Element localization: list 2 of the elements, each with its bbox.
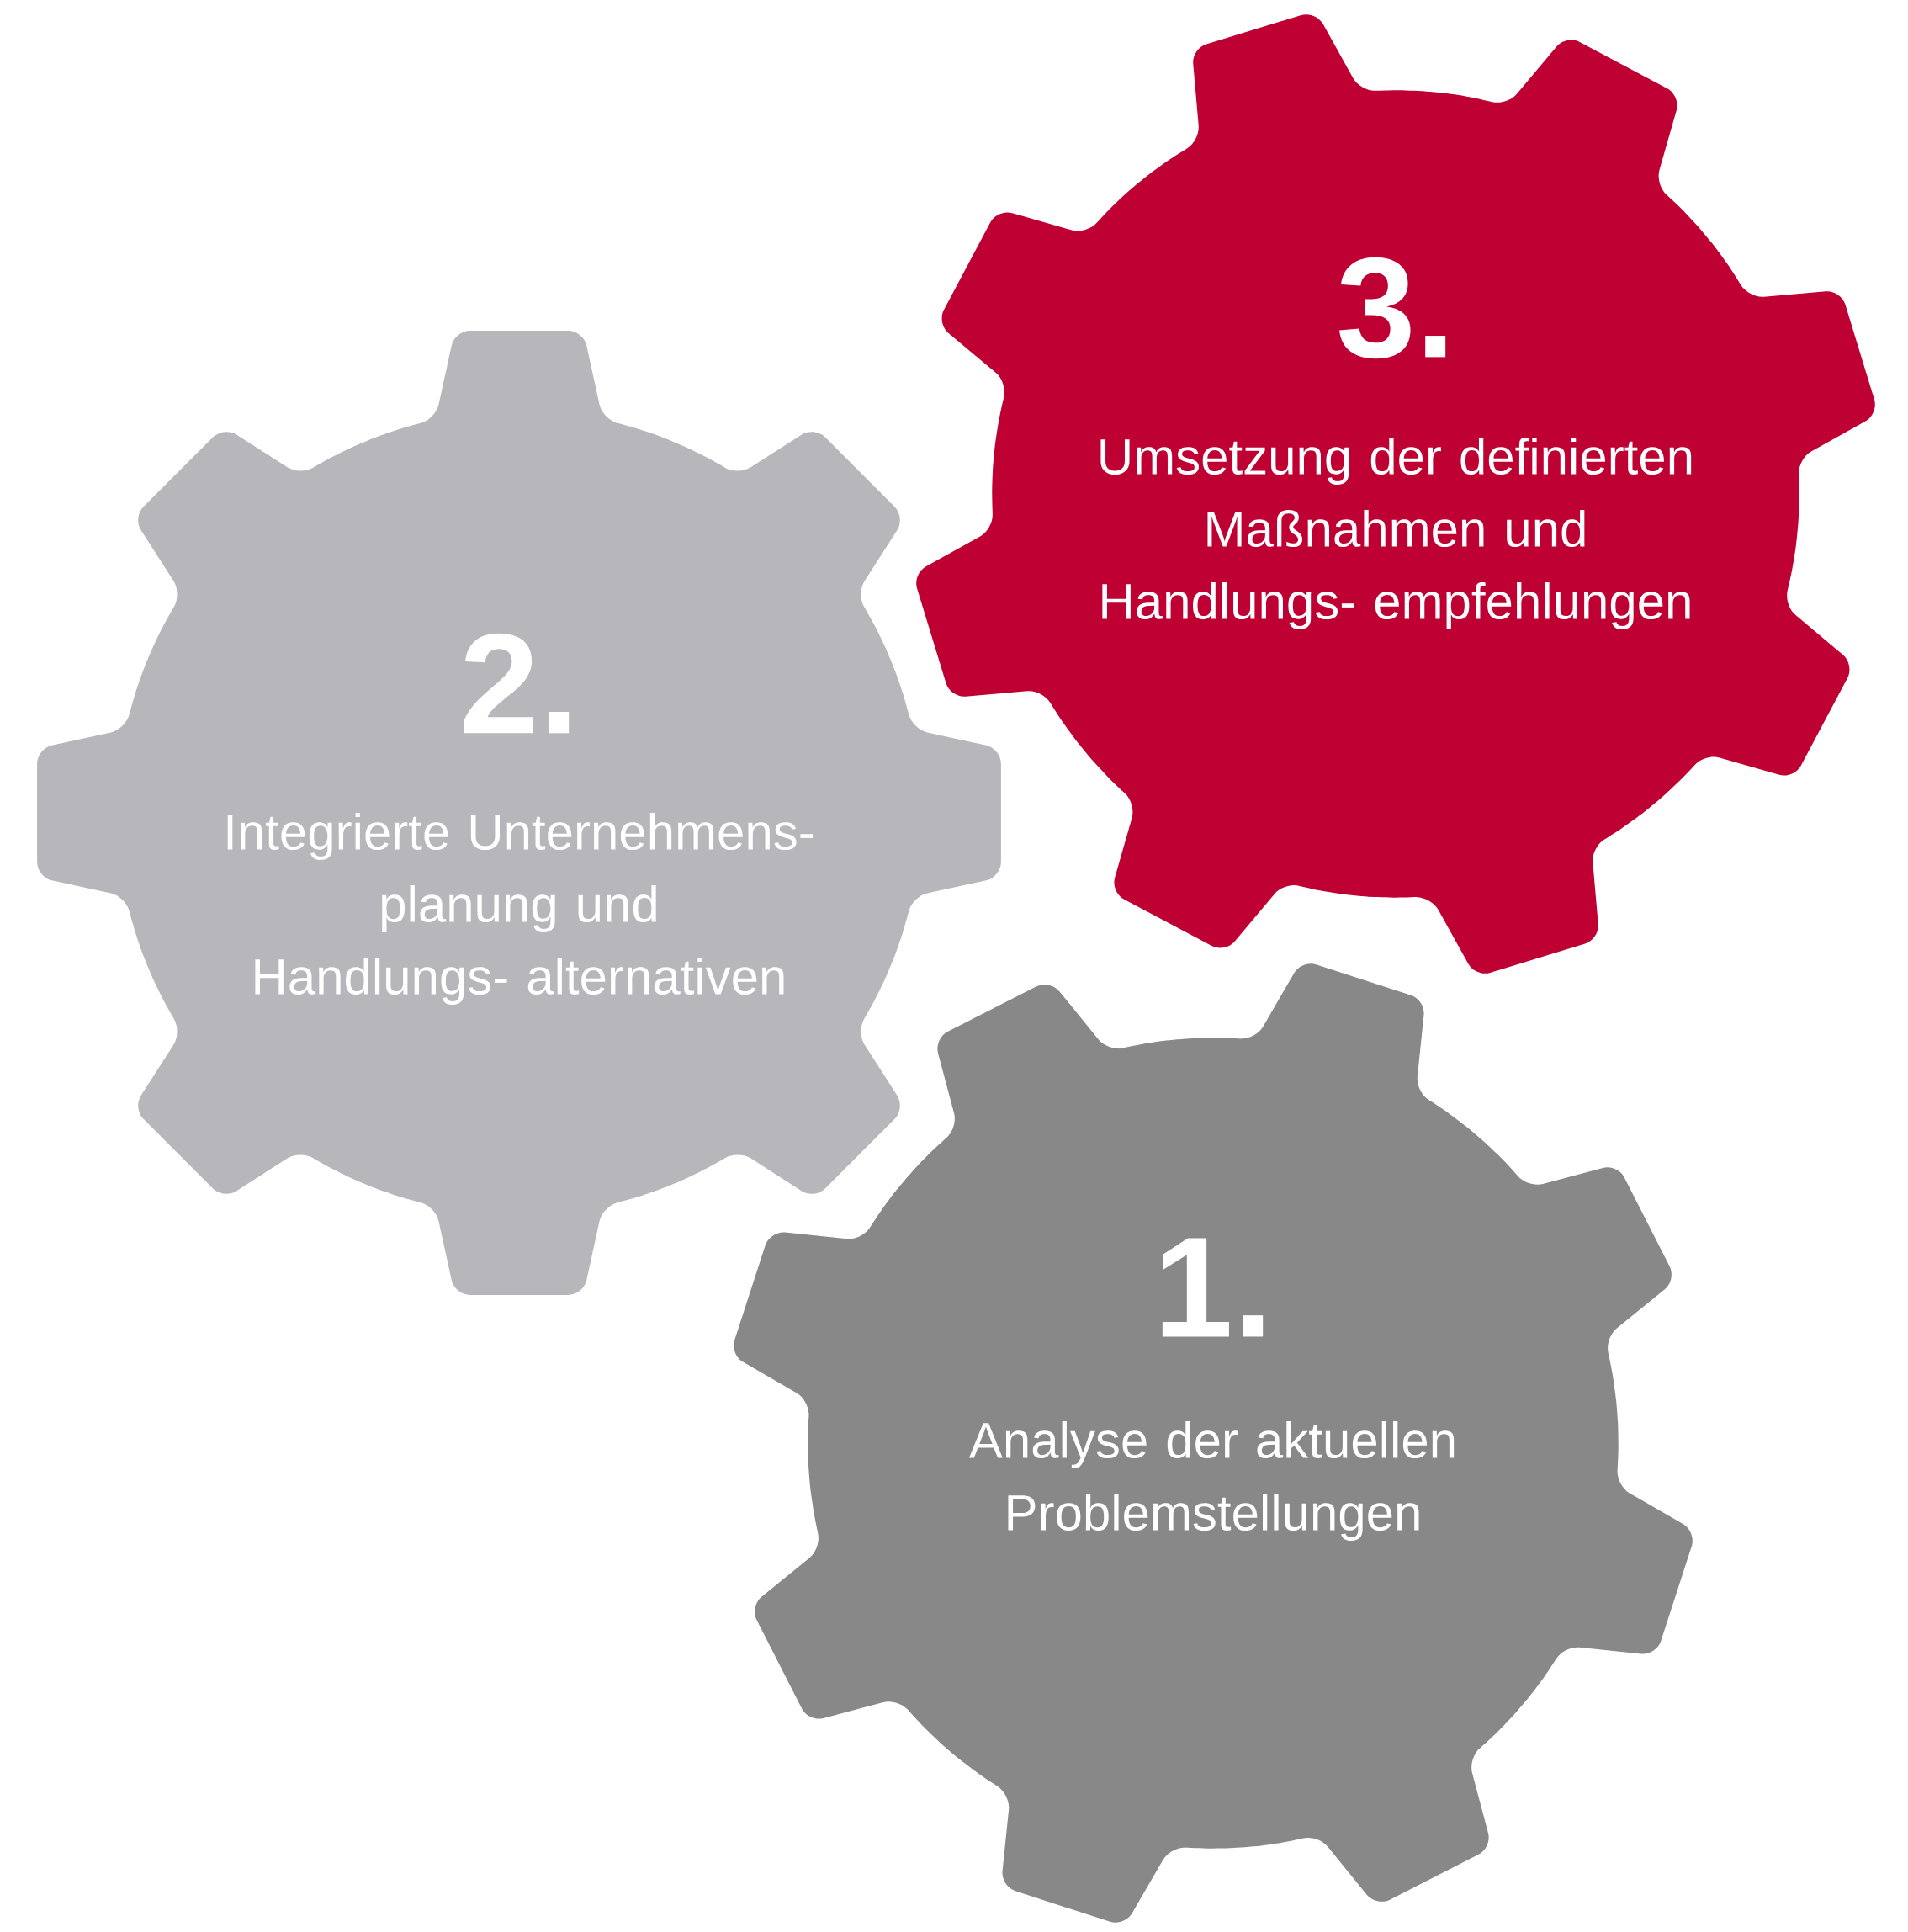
- gear: 2. Integrierte Unternehmens- planung und Handlungs- alternativen: [37, 331, 1001, 1295]
- gear: 3. Umsetzung der definierten Maßnahmen und Handlungs- empfehlungen: [916, 14, 1875, 974]
